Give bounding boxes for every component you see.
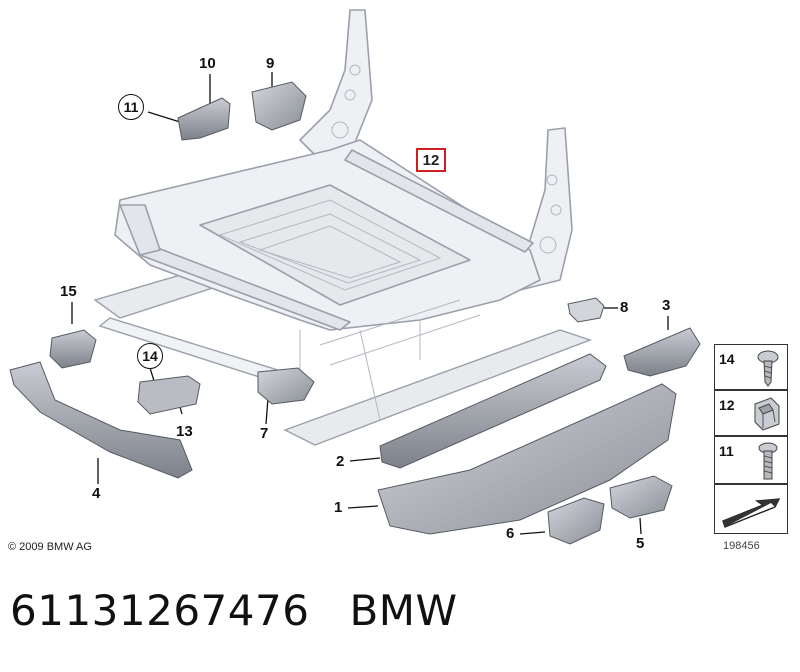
- arrow-in-box-icon: [722, 498, 781, 528]
- part-number-caption: 61131267476 BMW: [10, 586, 458, 635]
- clip-nut-icon: [754, 397, 780, 431]
- part-2-inner-trim: [379, 353, 607, 469]
- part-7-knob: [257, 367, 315, 405]
- part-9-cover: [251, 81, 307, 131]
- part-6-knob: [547, 497, 605, 545]
- legend-cell-14: 14: [714, 344, 788, 390]
- part-10-bracket: [177, 97, 231, 141]
- part-number: 61131267476: [10, 586, 310, 635]
- legend-number: 12: [719, 397, 735, 413]
- part-3-endcap: [623, 327, 701, 377]
- callout-5: 5: [636, 535, 645, 552]
- part-1-outer-trim: [377, 383, 677, 535]
- callout-8: 8: [620, 299, 629, 316]
- drawing-number: 198456: [723, 540, 760, 552]
- callout-9: 9: [266, 55, 275, 72]
- copyright-text: © 2009 BMW AG: [8, 541, 92, 553]
- callout-10: 10: [199, 55, 216, 72]
- callout-3: 3: [662, 297, 671, 314]
- callout-7: 7: [260, 425, 269, 442]
- callout-4: 4: [92, 485, 101, 502]
- callout-14-circled: 14: [137, 343, 163, 369]
- callout-15: 15: [60, 283, 77, 300]
- callout-6: 6: [506, 525, 515, 542]
- seat-frame-diagram: [9, 9, 701, 545]
- legend-number: 14: [719, 351, 735, 367]
- callout-2: 2: [336, 453, 345, 470]
- callout-12-highlighted: 12: [416, 148, 446, 172]
- legend-cell-12: 12: [714, 390, 788, 436]
- screw-icon: [757, 350, 779, 387]
- fastener-legend: 14 12 11: [714, 344, 788, 548]
- part-4-trim: [9, 361, 193, 479]
- legend-number: 11: [719, 443, 734, 459]
- callout-13: 13: [176, 423, 193, 440]
- part-13-bracket: [137, 375, 201, 415]
- frame-details: [218, 64, 562, 421]
- seat-frame: [114, 9, 573, 331]
- part-15-cap: [49, 329, 97, 369]
- bolt-icon: [758, 442, 778, 480]
- brand-name: BMW: [349, 586, 458, 635]
- part-5-knob: [609, 475, 673, 519]
- callout-11-circled: 11: [118, 94, 144, 120]
- legend-cell-11: 11: [714, 436, 788, 484]
- legend-cell-arrow: [714, 484, 788, 534]
- callout-1: 1: [334, 499, 343, 516]
- part-8-clip: [567, 297, 605, 323]
